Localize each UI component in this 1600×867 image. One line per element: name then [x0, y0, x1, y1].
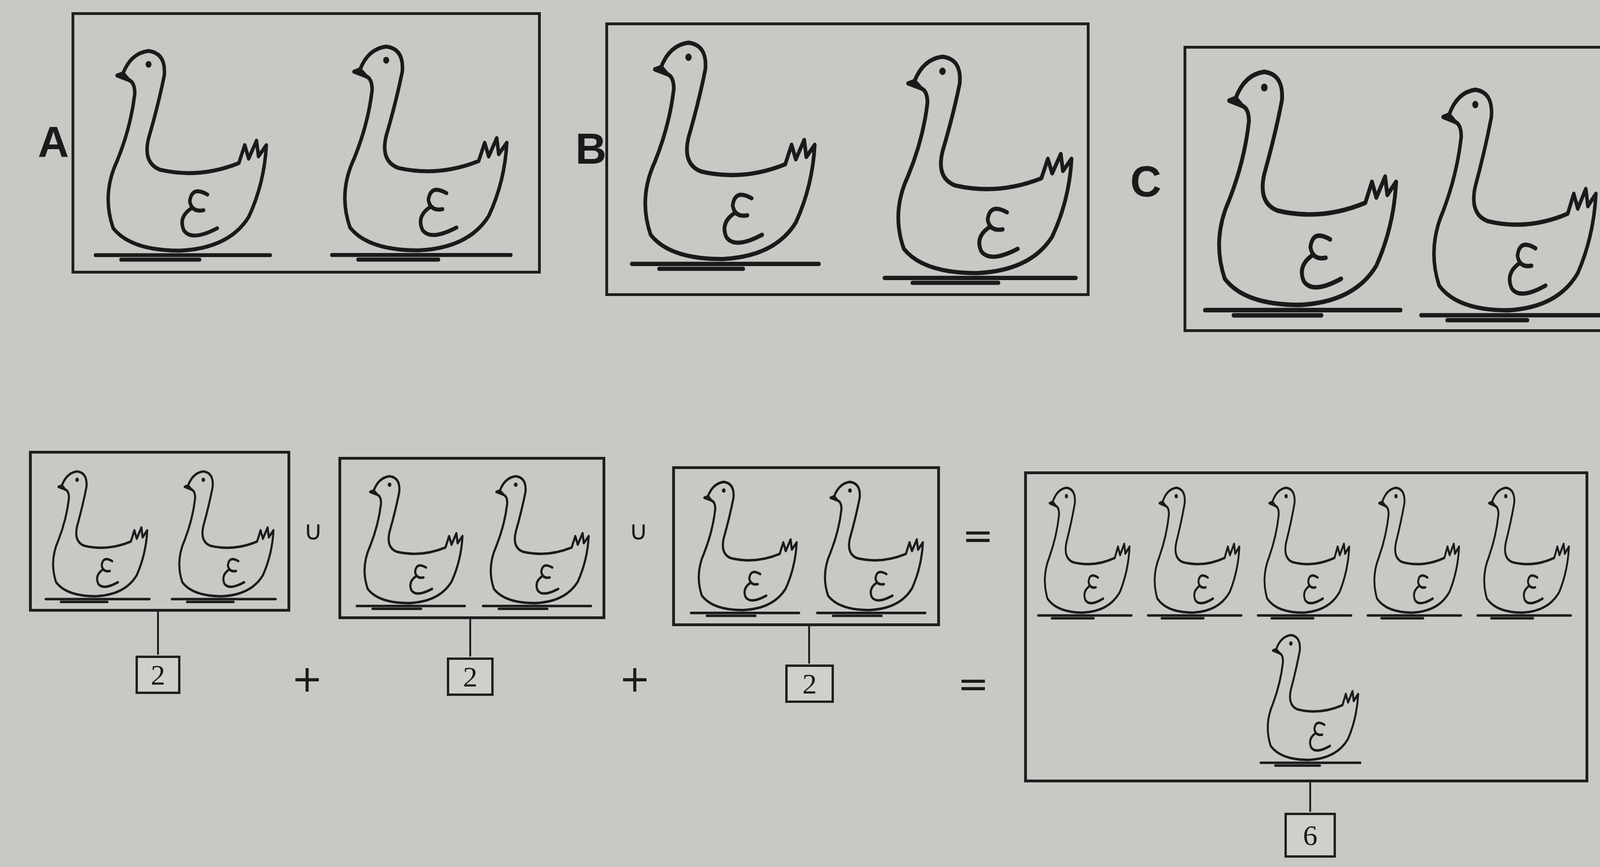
operator-symbol: ∪ — [629, 517, 649, 544]
number-box: 2 — [446, 657, 494, 696]
operator-symbol: = — [961, 516, 994, 555]
number-box: 6 — [1284, 812, 1336, 858]
count-number: 6 — [1303, 820, 1318, 850]
number-box: 2 — [135, 655, 181, 694]
swan-figures — [45, 42, 1600, 766]
picture-frame: B — [605, 22, 1090, 296]
picture-frame: C — [1183, 45, 1600, 332]
group-frame — [30, 452, 1587, 781]
number-box: 2 — [785, 664, 834, 703]
count-number: 2 — [463, 661, 478, 691]
panel-letter: A — [37, 120, 69, 164]
operator-symbol: + — [291, 660, 323, 698]
operator-symbol: + — [618, 660, 651, 698]
operator-symbol: ∪ — [303, 517, 323, 544]
panel-letter: C — [1130, 159, 1162, 203]
leader-line — [157, 611, 1311, 812]
picture-frame: A — [71, 12, 541, 274]
count-number: 2 — [802, 668, 818, 698]
operator-symbol: = — [957, 665, 989, 703]
count-number: 2 — [150, 660, 166, 689]
panel-letter: B — [575, 127, 607, 171]
